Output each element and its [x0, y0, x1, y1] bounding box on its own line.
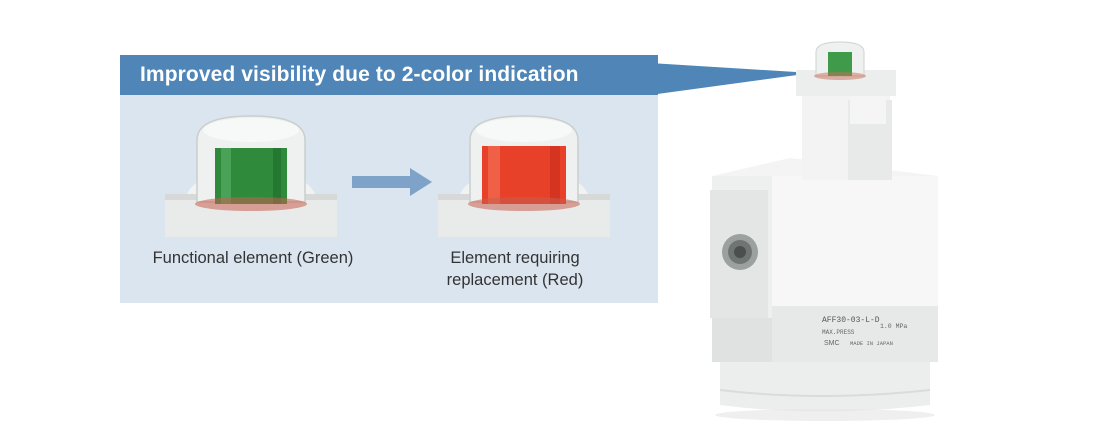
red-caption-text: Element requiring replacement (Red) [446, 249, 584, 289]
model-label: AFF30-03-L-D [822, 316, 880, 325]
arrow-right-icon [352, 168, 432, 196]
max-press-label: MAX.PRESS [822, 329, 855, 336]
red-caption: Element requiring replacement (Red) [410, 247, 620, 291]
green-caption: Functional element (Green) [152, 249, 354, 267]
banner-title: Improved visibility due to 2-color indic… [120, 55, 658, 95]
green-indicator-image [165, 115, 337, 237]
red-indicator-image [438, 115, 610, 237]
max-press-value: 1.0 MPa [880, 323, 907, 330]
origin-label: MADE IN JAPAN [850, 340, 893, 347]
brand-logo: SMC [824, 340, 840, 347]
filter-product-image: AFF30-03-L-D MAX.PRESS 1.0 MPa SMC MADE … [710, 41, 938, 421]
